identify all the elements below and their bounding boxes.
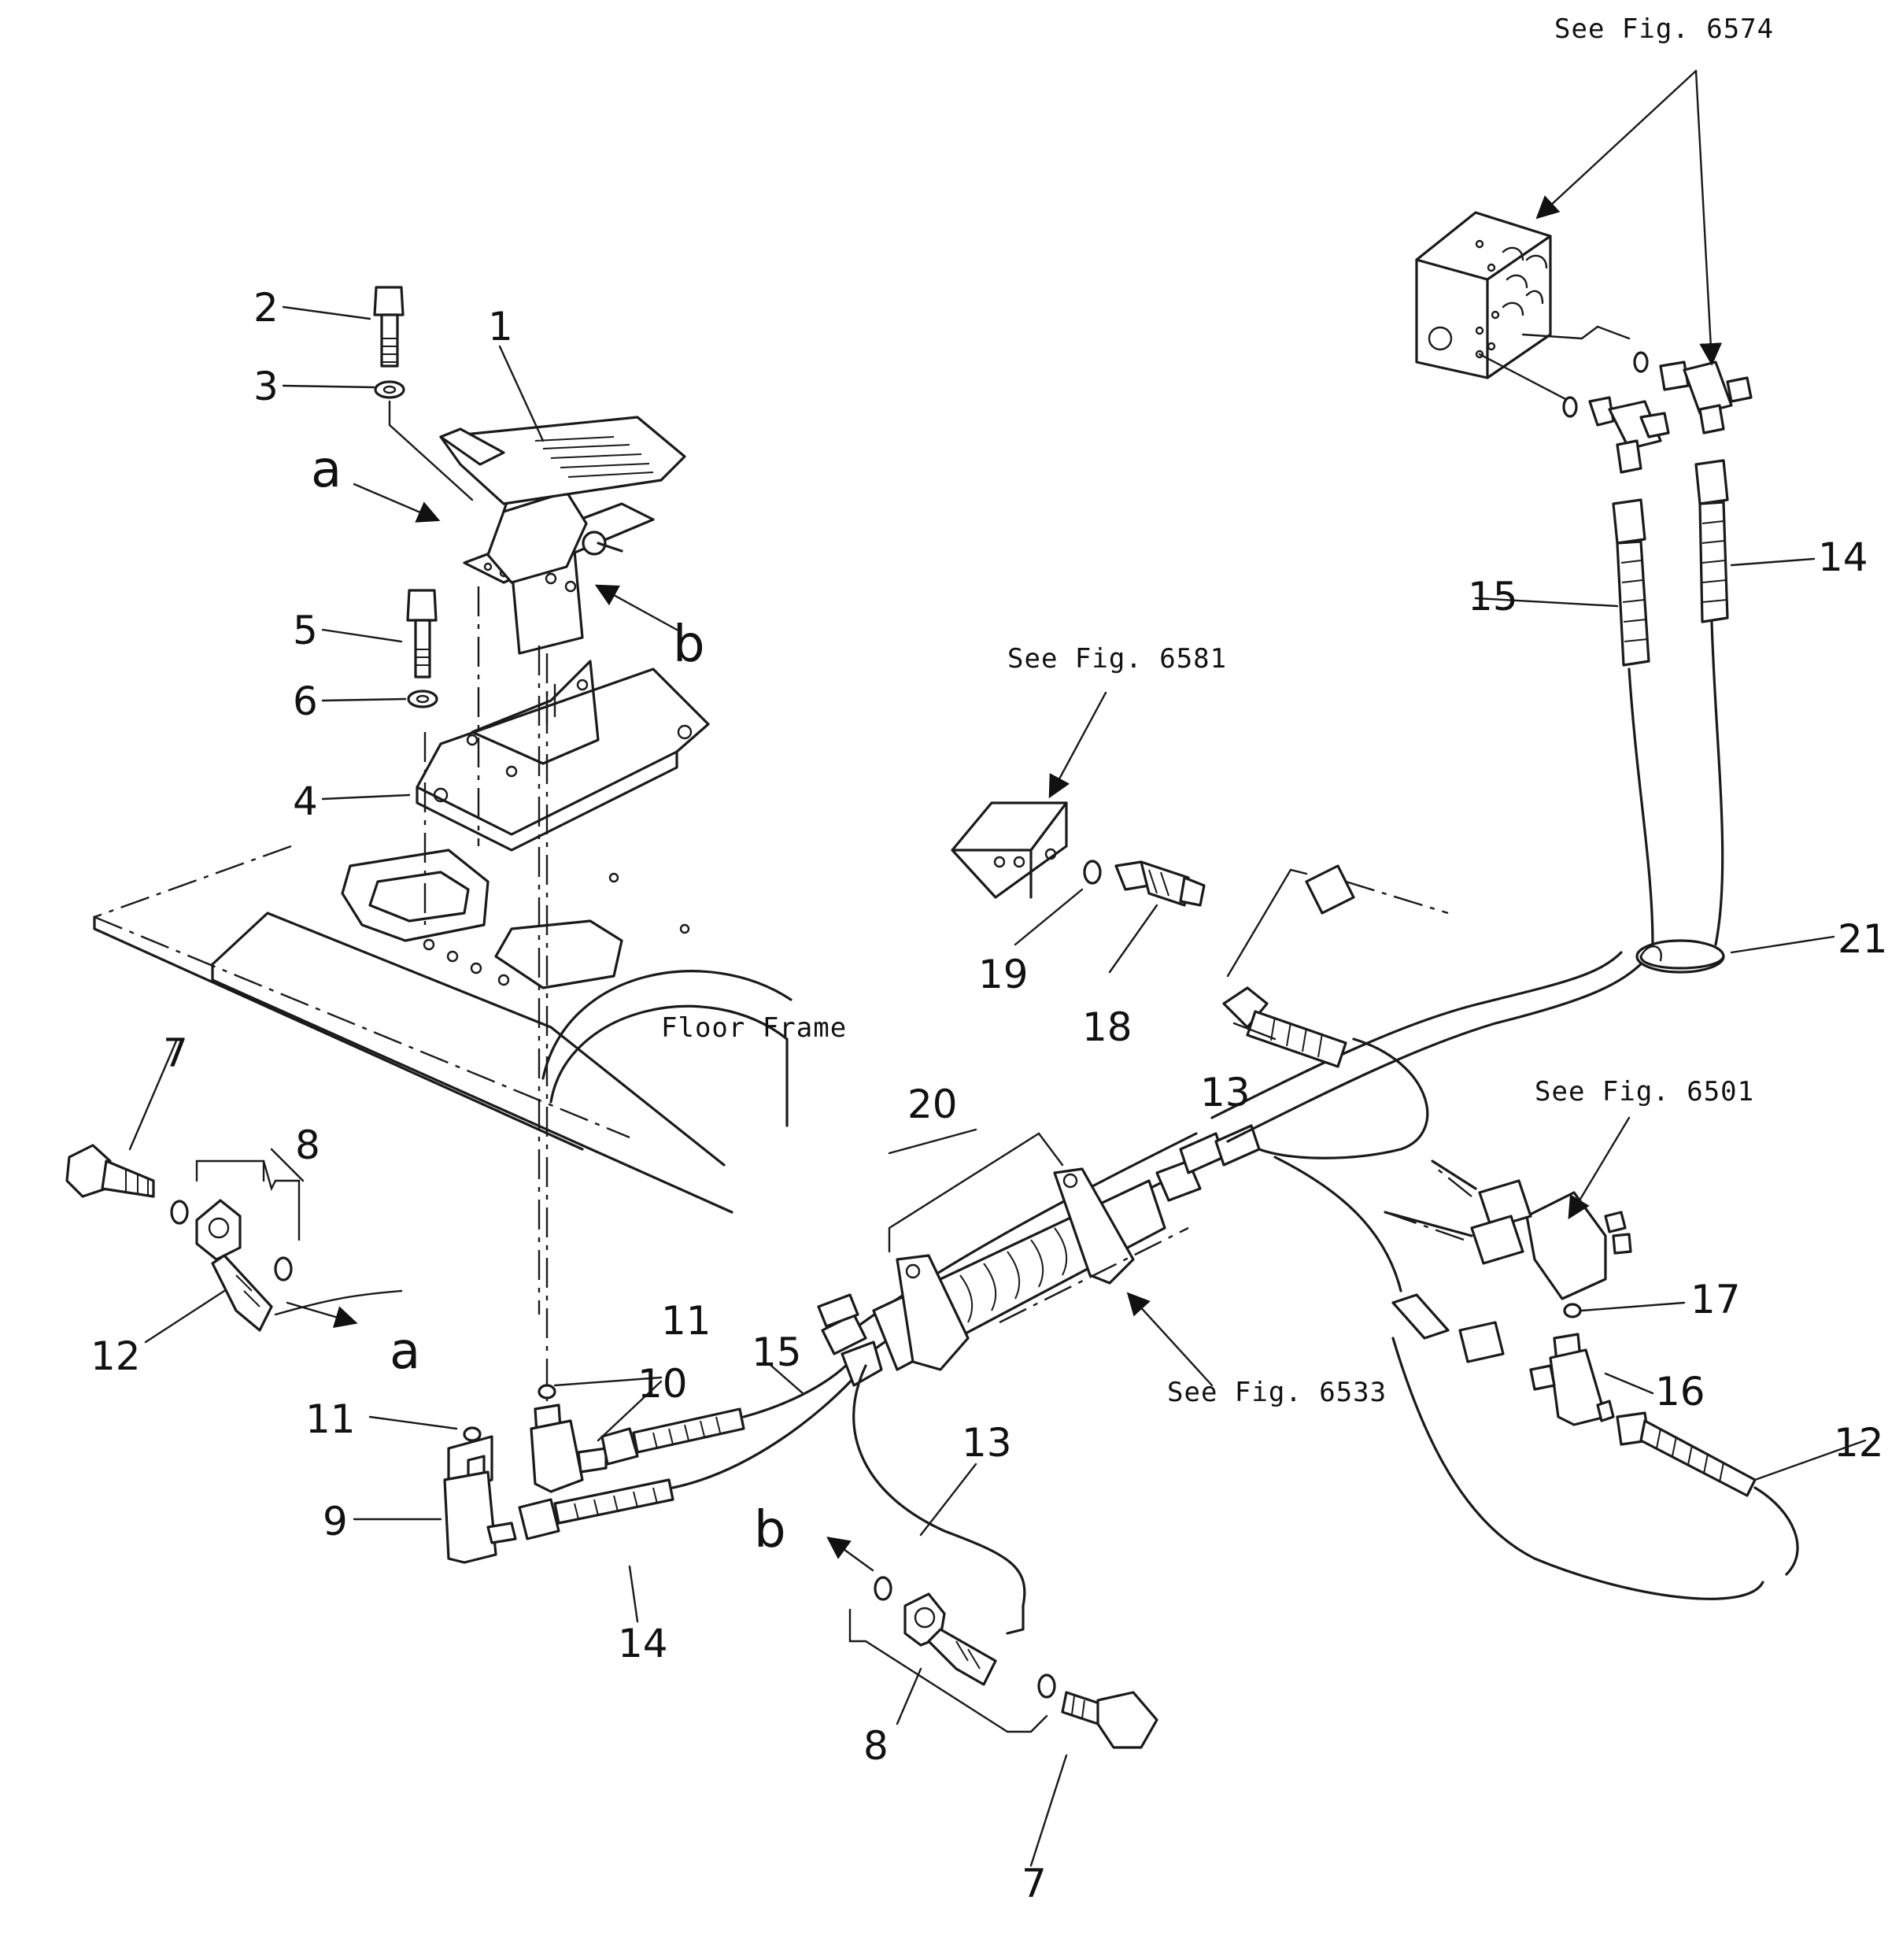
callout-6: 6 xyxy=(293,679,318,724)
callout-16: 16 xyxy=(1655,1369,1705,1415)
hose-bundle xyxy=(817,951,1646,1387)
callout-11-a: 11 xyxy=(661,1298,711,1344)
callout-8-left: 8 xyxy=(295,1122,320,1168)
callout-7-left: 7 xyxy=(163,1030,188,1076)
view-marker-a-hose: a xyxy=(390,1322,420,1381)
hose-13-upper xyxy=(1222,864,1449,1159)
callout-3: 3 xyxy=(253,364,279,409)
callout-18: 18 xyxy=(1082,1004,1132,1050)
callout-12-left: 12 xyxy=(91,1333,141,1379)
callout-1: 1 xyxy=(488,304,513,349)
callout-20: 20 xyxy=(907,1082,958,1127)
callout-14-bottom: 14 xyxy=(618,1621,668,1666)
callout-2: 2 xyxy=(253,285,279,331)
valve-6501-and-fittings xyxy=(1273,1156,1799,1600)
callout-13-bottom: 13 xyxy=(962,1420,1012,1466)
callout-5: 5 xyxy=(293,608,318,653)
part-callouts: 1 2 3 4 5 6 7 7 8 8 9 10 11 11 12 12 13 … xyxy=(91,285,1888,1906)
callout-8-bottom: 8 xyxy=(863,1723,889,1769)
reference-labels: See Fig. 6574 See Fig. 6581 See Fig. 650… xyxy=(661,13,1774,1408)
callout-17: 17 xyxy=(1690,1277,1741,1322)
callout-9: 9 xyxy=(323,1499,348,1544)
callout-15-top: 15 xyxy=(1468,574,1518,619)
callout-11-b: 11 xyxy=(305,1396,356,1442)
view-markers: a a b b xyxy=(311,441,786,1559)
lower-hose-13 xyxy=(848,1364,1158,1749)
callout-12-right: 12 xyxy=(1834,1420,1884,1466)
ref-fig-6501: See Fig. 6501 xyxy=(1535,1076,1754,1108)
floor-frame xyxy=(93,845,793,1214)
pedal-assembly xyxy=(373,286,710,1448)
ref-fig-6533: See Fig. 6533 xyxy=(1167,1377,1387,1408)
callout-19: 19 xyxy=(978,952,1029,997)
valve-block-6581 xyxy=(951,801,1206,907)
callout-15-mid: 15 xyxy=(752,1329,802,1375)
floor-frame-label: Floor Frame xyxy=(661,1012,847,1044)
left-hose-fittings xyxy=(65,1144,403,1332)
leader-lines xyxy=(128,69,1867,1867)
view-marker-b-hose: b xyxy=(754,1501,786,1559)
view-marker-b-pedal: b xyxy=(673,616,705,674)
callout-10: 10 xyxy=(637,1361,688,1407)
callout-7-bottom: 7 xyxy=(1022,1861,1047,1906)
valve-block-6574 xyxy=(1415,211,1753,974)
callout-14-top: 14 xyxy=(1818,534,1868,580)
callout-21: 21 xyxy=(1838,916,1888,962)
lower-fittings xyxy=(443,1360,859,1564)
callout-13-top: 13 xyxy=(1200,1070,1251,1115)
view-marker-a-pedal: a xyxy=(311,441,342,499)
ref-fig-6581: See Fig. 6581 xyxy=(1007,643,1227,675)
ref-fig-6574: See Fig. 6574 xyxy=(1554,13,1774,45)
callout-4: 4 xyxy=(293,778,318,824)
